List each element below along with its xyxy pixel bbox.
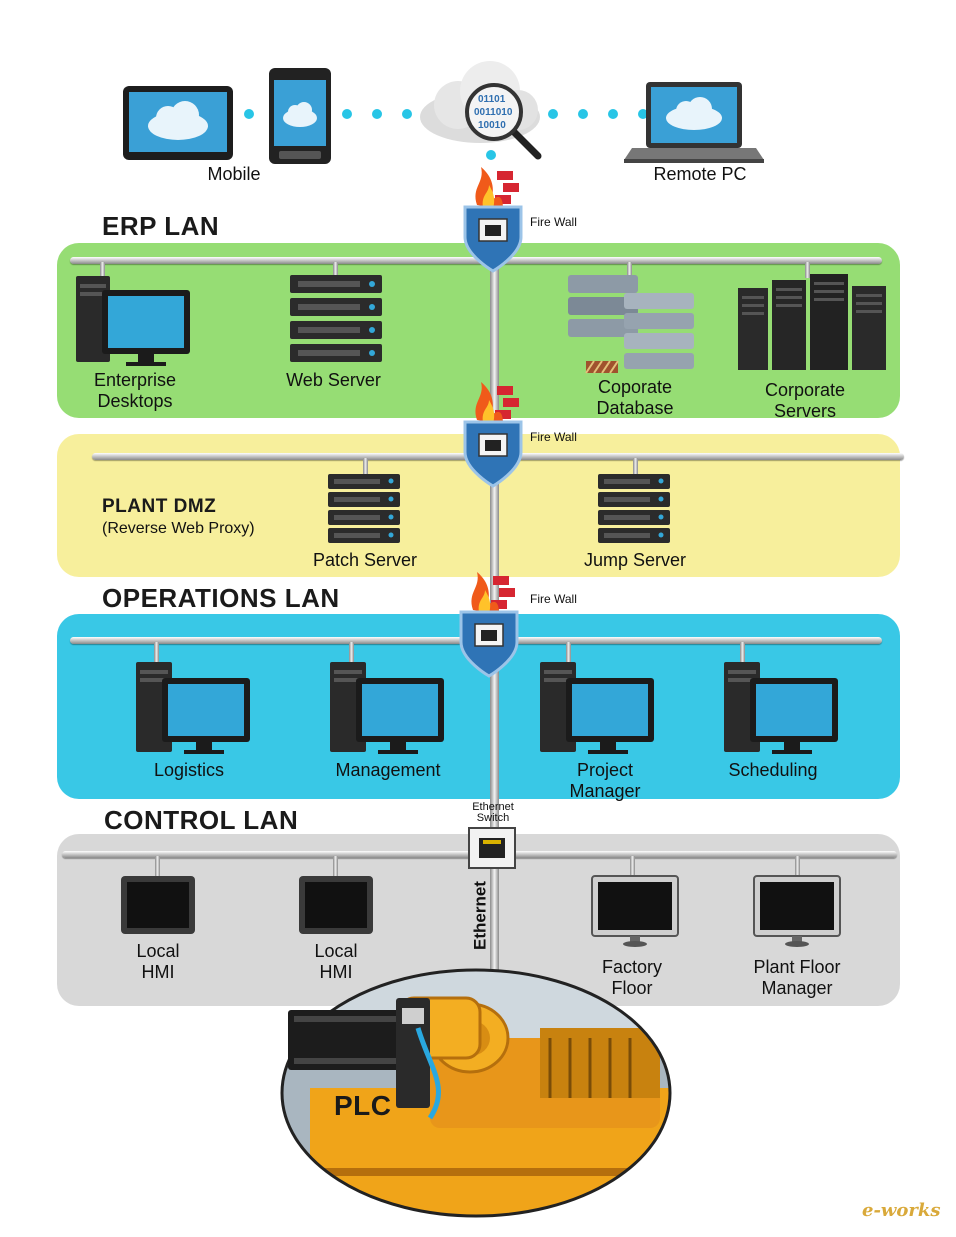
remote-pc-label: Remote PC bbox=[653, 164, 747, 184]
connection-dot bbox=[548, 109, 558, 119]
eworks-watermark: e-works bbox=[862, 1200, 941, 1221]
magnifier-icon bbox=[465, 83, 542, 160]
scheduling-label: Scheduling bbox=[728, 760, 818, 780]
ethernet-switch-label: Ethernet Switch bbox=[472, 801, 514, 824]
database-icon bbox=[568, 275, 694, 374]
web-server-icon bbox=[290, 275, 382, 362]
corporate-database-label: Coporate Database bbox=[596, 377, 674, 418]
web-server-label: Web Server bbox=[286, 370, 381, 390]
binary-text: 10010 bbox=[478, 120, 506, 131]
connection-dot bbox=[342, 109, 352, 119]
drop bbox=[333, 262, 338, 278]
drop bbox=[333, 856, 338, 876]
plant-floor-manager-monitor-icon bbox=[753, 875, 841, 947]
drop bbox=[349, 642, 354, 664]
firewall-label: Fire Wall bbox=[530, 592, 577, 606]
binary-text: 0011010 bbox=[474, 107, 513, 118]
generator-plc-image bbox=[280, 968, 672, 1218]
drop bbox=[795, 856, 800, 876]
plant-dmz-subtitle: (Reverse Web Proxy) bbox=[102, 520, 255, 537]
corporate-servers-icon bbox=[738, 274, 886, 370]
plant-floor-manager-label: Plant Floor Manager bbox=[753, 957, 841, 998]
factory-floor-label: Factory Floor bbox=[601, 957, 662, 998]
firewall-icon bbox=[463, 382, 523, 488]
connection-dot bbox=[486, 150, 496, 160]
local-hmi-label: Local HMI bbox=[314, 941, 358, 982]
management-computer-icon bbox=[330, 662, 444, 754]
management-label: Management bbox=[335, 760, 441, 780]
tablet-icon bbox=[123, 86, 233, 160]
hmi-monitor-icon bbox=[121, 876, 195, 934]
firewall-label: Fire Wall bbox=[530, 215, 577, 229]
plant-dmz-title: PLANT DMZ bbox=[102, 496, 217, 517]
drop bbox=[154, 642, 159, 664]
plc-label: PLC bbox=[334, 1090, 392, 1121]
drop bbox=[805, 262, 810, 278]
connection-dot bbox=[578, 109, 588, 119]
erp-bus bbox=[70, 257, 882, 264]
laptop-icon bbox=[624, 82, 764, 163]
corporate-servers-label: Corporate Servers bbox=[764, 380, 846, 421]
drop bbox=[566, 642, 571, 664]
logistics-computer-icon bbox=[136, 662, 250, 754]
firewall-label: Fire Wall bbox=[530, 430, 577, 444]
phone-icon bbox=[269, 68, 331, 164]
drop bbox=[633, 458, 638, 476]
connection-dot bbox=[402, 109, 412, 119]
connection-dot bbox=[638, 109, 648, 119]
enterprise-desktops-label: Enterprise Desktops bbox=[93, 370, 177, 411]
network-trunk bbox=[490, 200, 499, 990]
connection-dot bbox=[244, 109, 254, 119]
logistics-label: Logistics bbox=[153, 760, 225, 780]
drop bbox=[627, 262, 632, 278]
drop bbox=[363, 458, 368, 476]
erp-lan-title: ERP LAN bbox=[102, 211, 220, 241]
project-manager-computer-icon bbox=[540, 662, 654, 754]
jump-server-icon bbox=[598, 474, 670, 543]
factory-floor-monitor-icon bbox=[591, 875, 679, 947]
ethernet-switch-icon bbox=[468, 827, 516, 869]
connection-dot bbox=[372, 109, 382, 119]
hmi-monitor-icon bbox=[299, 876, 373, 934]
connection-dot bbox=[608, 109, 618, 119]
control-lan-title: CONTROL LAN bbox=[104, 805, 299, 835]
jump-server-label: Jump Server bbox=[583, 550, 687, 570]
drop bbox=[100, 262, 105, 278]
drop bbox=[155, 856, 160, 876]
firewall-icon bbox=[463, 167, 523, 273]
local-hmi-label: Local HMI bbox=[136, 941, 180, 982]
mobile-label: Mobile bbox=[207, 164, 261, 184]
patch-server-label: Patch Server bbox=[312, 550, 418, 570]
project-manager-label: Project Manager bbox=[569, 760, 641, 801]
desktop-computer-icon bbox=[76, 276, 190, 366]
operations-lan-title: OPERATIONS LAN bbox=[102, 583, 340, 613]
drop bbox=[630, 856, 635, 876]
binary-text: 01101 bbox=[478, 94, 506, 105]
ethernet-label: Ethernet bbox=[470, 881, 490, 950]
firewall-icon bbox=[459, 572, 519, 678]
patch-server-icon bbox=[328, 474, 400, 543]
drop bbox=[740, 642, 745, 664]
scheduling-computer-icon bbox=[724, 662, 838, 754]
